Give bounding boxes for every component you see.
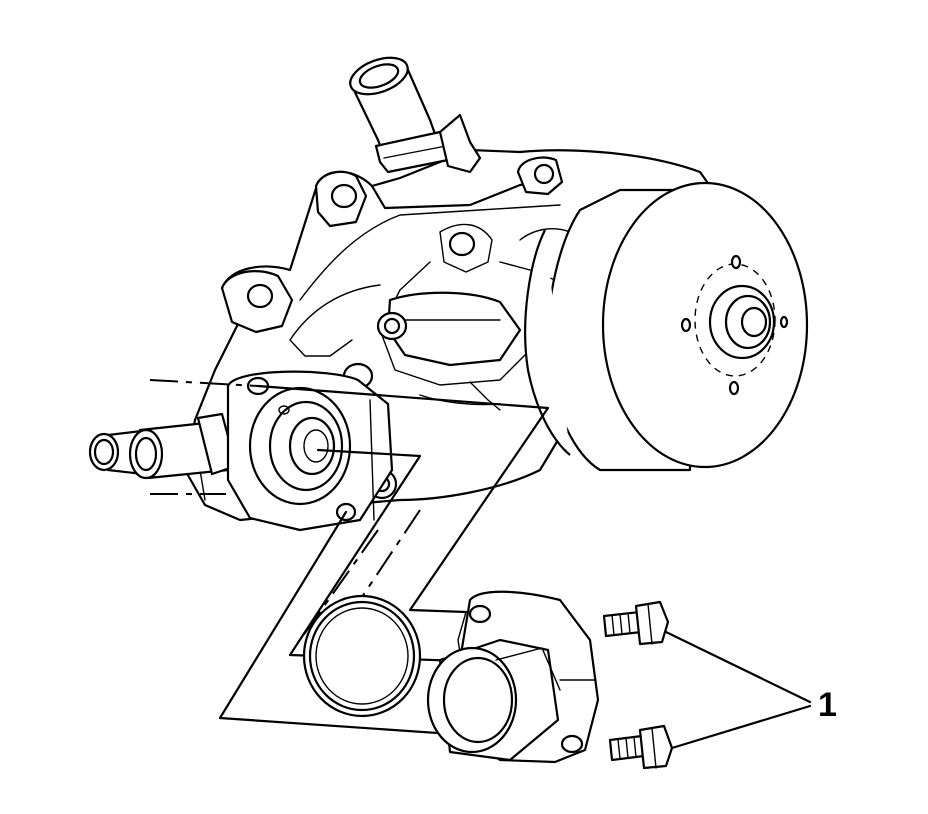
thermostat-housing: [426, 590, 600, 764]
callout-1: 1: [664, 630, 837, 750]
callout-1-label: 1: [818, 686, 837, 724]
inlet-pipe: [88, 412, 238, 480]
thermostat-gasket: [302, 594, 422, 718]
pump-pulley: [524, 181, 809, 472]
thermostat-mount-face: [226, 339, 394, 532]
mounting-boss-top-right: [516, 156, 564, 196]
bolt-upper: [602, 600, 670, 646]
bolt-lower: [608, 724, 674, 770]
mounting-boss-left: [220, 270, 294, 334]
mounting-boss-upper: [314, 170, 368, 228]
upper-outlet-pipe: [348, 56, 482, 174]
